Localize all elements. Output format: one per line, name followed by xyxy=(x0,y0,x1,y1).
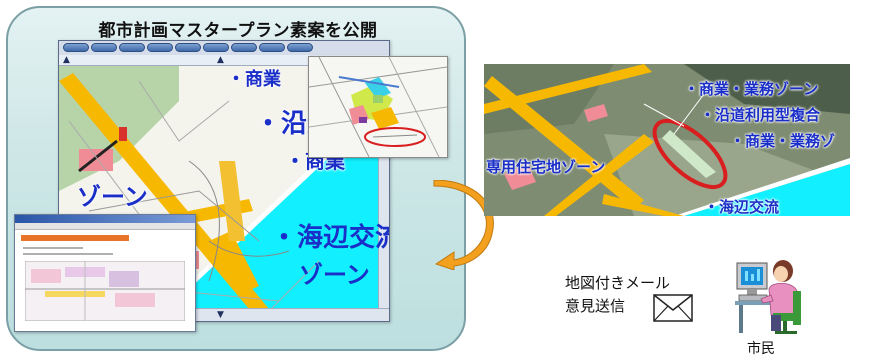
report-titlebar xyxy=(15,215,195,223)
pan-up-left-icon[interactable]: ▲ xyxy=(63,55,70,65)
zoom-label-seaside: ・海辺交流 xyxy=(704,198,780,216)
mail-caption-line2: 意見送信 xyxy=(565,297,626,315)
pan-down-icon[interactable]: ▼ xyxy=(217,310,224,320)
report-window xyxy=(14,214,196,332)
citizen-label: 市民 xyxy=(747,341,775,357)
mail-caption-line1: 地図付きメール xyxy=(565,274,671,292)
toolbar-button[interactable] xyxy=(231,43,257,52)
envelope-icon xyxy=(653,294,693,322)
toolbar-button[interactable] xyxy=(203,43,229,52)
person-at-computer-icon xyxy=(735,260,801,334)
report-text-line xyxy=(23,253,113,255)
zoomed-map-canvas xyxy=(484,64,850,216)
toolbar-button[interactable] xyxy=(287,43,313,52)
map-label-commercial: ・商業 xyxy=(227,69,281,90)
map-toolbar xyxy=(59,41,389,56)
report-menubar xyxy=(15,223,195,230)
panel-title: 都市計画マスタープラン素案を公開 xyxy=(98,21,378,41)
zoomed-map: ・商業・業務ゾーン ・沿道利用型複合 ・商業・業務ゾ 専用住宅地ゾーン ・海辺交… xyxy=(484,64,850,216)
report-text-line xyxy=(23,247,83,249)
map-label-seaside-zone: ゾーン xyxy=(299,261,370,289)
overview-map-canvas[interactable] xyxy=(309,57,447,157)
toolbar-button[interactable] xyxy=(119,43,145,52)
zoom-label-residential: 専用住宅地ゾーン xyxy=(486,158,606,176)
toolbar-button[interactable] xyxy=(259,43,285,52)
map-label-zone-left: ゾーン xyxy=(77,183,148,211)
toolbar-button[interactable] xyxy=(91,43,117,52)
report-heading-bar xyxy=(21,235,129,241)
map-pan-bar-right[interactable] xyxy=(378,65,389,309)
pan-up-icon[interactable]: ▲ xyxy=(217,55,224,65)
overview-map-window[interactable] xyxy=(308,56,448,158)
toolbar-button[interactable] xyxy=(175,43,201,52)
zoom-label-commercial-2: ・商業・業務ゾ xyxy=(730,132,836,150)
toolbar-button[interactable] xyxy=(147,43,173,52)
zoom-label-commercial: ・商業・業務ゾーン xyxy=(684,80,819,98)
map-label-seaside: ・海辺交流 xyxy=(271,223,390,253)
map-pan-bar-top[interactable]: ▲ ▲ xyxy=(59,55,389,66)
toolbar-button[interactable] xyxy=(63,43,89,52)
report-map-thumbnail xyxy=(25,261,185,321)
zoom-label-roadside: ・沿道利用型複合 xyxy=(700,106,821,124)
